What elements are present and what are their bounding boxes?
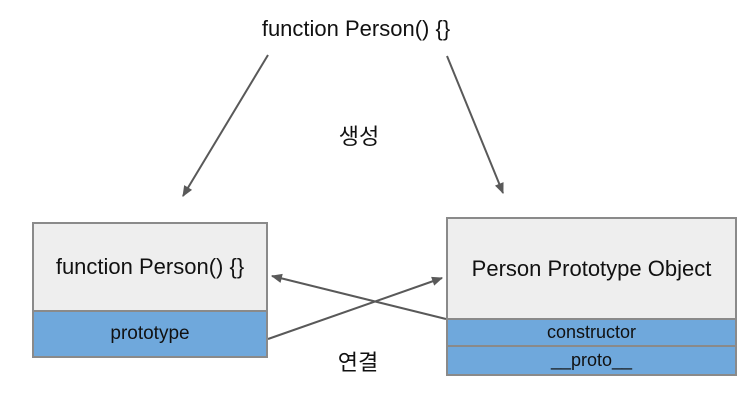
create-arrow-to-prototype-object	[446, 55, 504, 195]
create-arrow-to-function-box	[182, 54, 269, 197]
function-box-title: function Person() {}	[34, 224, 266, 310]
link-label: 연결	[337, 350, 379, 375]
prototype-link-arrow	[267, 276, 444, 340]
function-person-box: function Person() {} prototype	[32, 222, 268, 358]
creation-label: 생성	[338, 124, 380, 149]
prototype-box-title: Person Prototype Object	[448, 219, 735, 318]
top-function-label: function Person() {}	[261, 16, 451, 41]
prototype-row: prototype	[34, 310, 266, 356]
constructor-row: constructor	[448, 318, 735, 345]
person-prototype-object-box: Person Prototype Object constructor __pr…	[446, 217, 737, 376]
constructor-link-arrow	[270, 273, 447, 320]
proto-row: __proto__	[448, 345, 735, 374]
